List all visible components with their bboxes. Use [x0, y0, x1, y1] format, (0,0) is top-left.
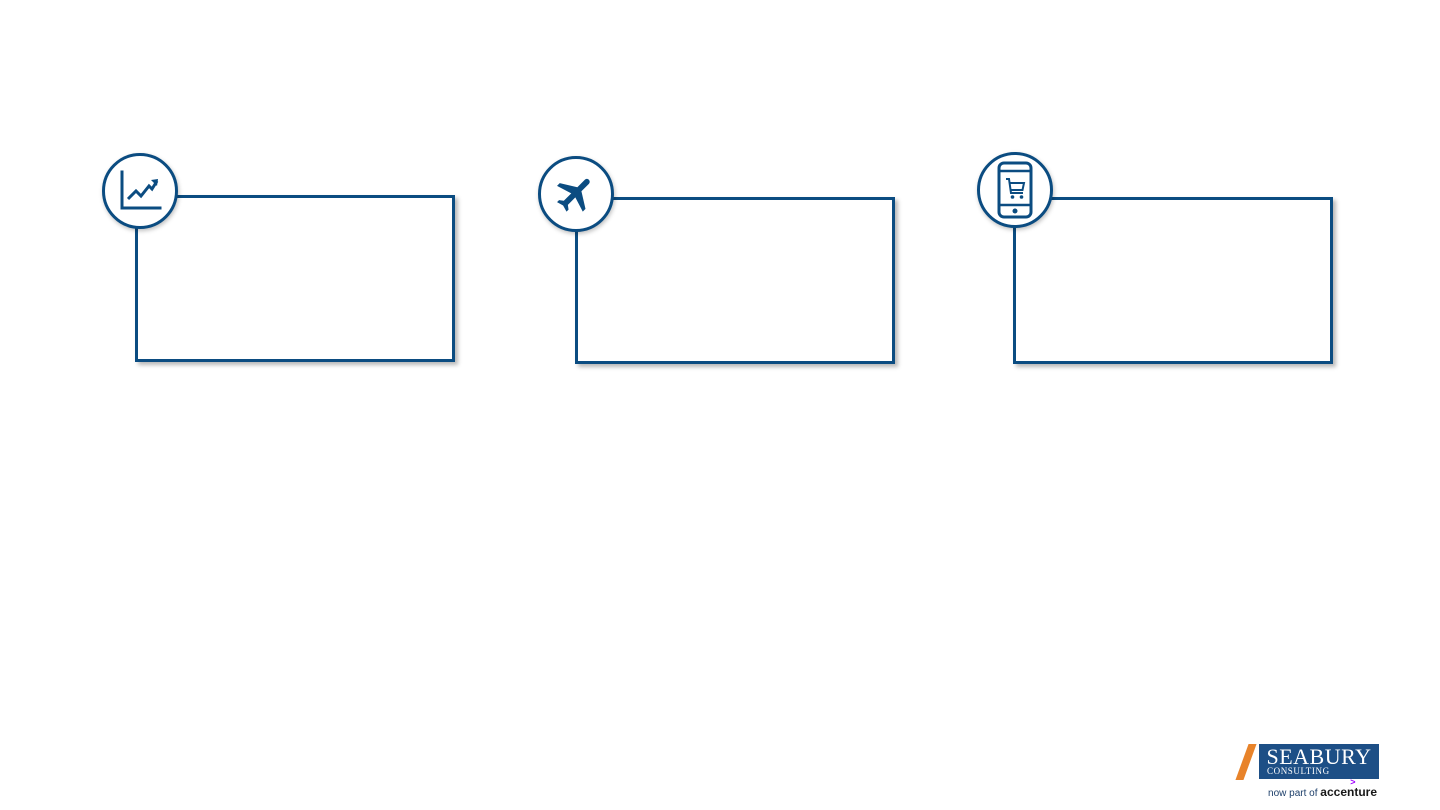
logo-orange-stripe [1235, 744, 1257, 780]
logo-wordmark: SEABURY [1266, 744, 1372, 769]
airplane-icon [557, 178, 590, 212]
mobile-shopping-cart-icon [997, 161, 1033, 219]
seabury-consulting-logo: SEABURY CONSULTING now part of >accentur… [1235, 743, 1380, 801]
accenture-text: accenture [1320, 785, 1377, 799]
logo-blue-box: SEABURY CONSULTING [1259, 744, 1379, 779]
logo-tagline: now part of >accenture [1268, 777, 1377, 800]
accenture-accent-icon: > [1350, 777, 1356, 787]
icon-circle-ecommerce [977, 152, 1053, 228]
card-aviation [575, 197, 895, 364]
icon-circle-growth [102, 153, 178, 229]
card-ecommerce [1013, 197, 1333, 364]
logo-tagline-prefix: now part of [1268, 788, 1318, 799]
icon-circle-aviation [538, 156, 614, 232]
card-growth [135, 195, 455, 362]
line-chart-growth-icon [120, 170, 162, 210]
accenture-wordmark: >accenture [1320, 777, 1377, 799]
logo-subtitle: CONSULTING [1267, 766, 1330, 776]
